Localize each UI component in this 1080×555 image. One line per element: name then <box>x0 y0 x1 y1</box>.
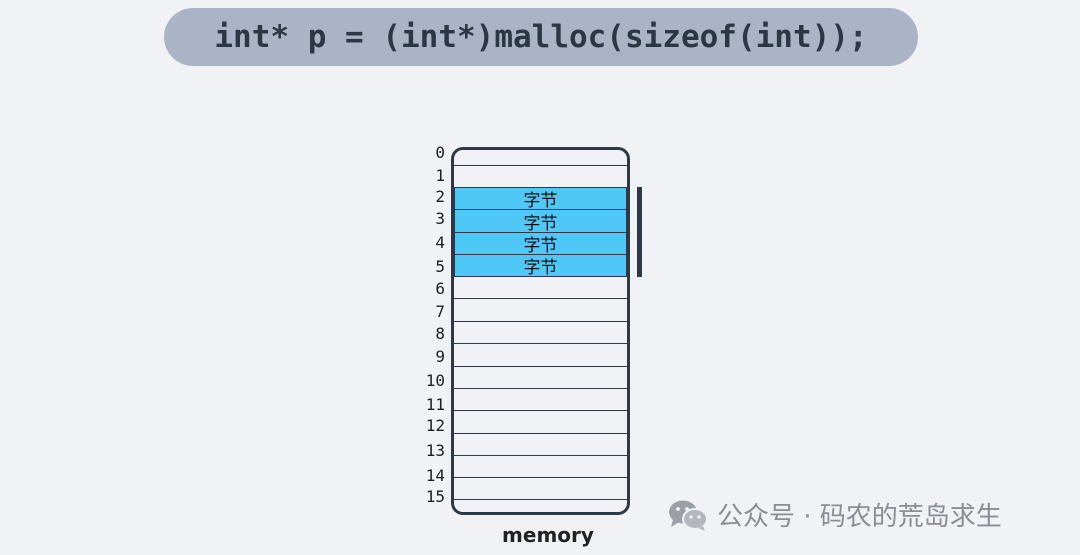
wechat-icon <box>669 500 708 531</box>
watermark-text: 公众号 · 码农的荒岛求生 <box>717 502 1002 532</box>
allocated-byte-cell: 字节 <box>454 187 627 211</box>
allocated-byte-cell: 字节 <box>454 254 627 278</box>
memory-row-divider <box>454 433 627 434</box>
watermark: 公众号 · 码农的荒岛求生 <box>667 496 1002 533</box>
memory-address-label: 9 <box>435 347 445 366</box>
memory-row-divider <box>454 388 627 389</box>
memory-address-label: 4 <box>435 233 445 252</box>
allocated-byte-cell: 字节 <box>454 232 627 256</box>
memory-row-divider <box>454 410 627 411</box>
memory-address-label: 6 <box>435 279 445 298</box>
allocation-bracket <box>637 187 642 277</box>
memory-address-label: 8 <box>435 324 445 343</box>
memory-address-label: 11 <box>425 395 445 414</box>
memory-address-label: 7 <box>435 302 445 321</box>
memory-row-divider <box>454 366 627 367</box>
memory-title: memory <box>502 523 594 547</box>
code-line: int* p = (int*)malloc(sizeof(int)); <box>214 19 868 55</box>
memory-row-divider <box>454 321 627 322</box>
memory-row-divider <box>454 298 627 299</box>
memory-row-divider <box>454 477 627 478</box>
memory-row-divider <box>454 343 627 344</box>
memory-address-label: 2 <box>435 187 445 206</box>
memory-address-label: 3 <box>435 209 445 228</box>
memory-address-label: 14 <box>425 466 445 485</box>
memory-address-label: 0 <box>435 143 445 162</box>
memory-row-divider <box>454 499 627 500</box>
memory-address-label: 5 <box>435 257 445 276</box>
memory-address-label: 15 <box>425 487 445 506</box>
memory-row-divider <box>454 455 627 456</box>
memory-address-label: 13 <box>425 441 445 460</box>
memory-row-divider <box>454 165 627 166</box>
memory-address-label: 10 <box>425 371 445 390</box>
code-banner: int* p = (int*)malloc(sizeof(int)); <box>164 8 918 66</box>
allocated-byte-cell: 字节 <box>454 209 627 234</box>
memory-address-label: 1 <box>435 166 445 185</box>
memory-block: 字节字节字节字节 <box>451 147 630 515</box>
memory-address-label: 12 <box>425 416 445 435</box>
